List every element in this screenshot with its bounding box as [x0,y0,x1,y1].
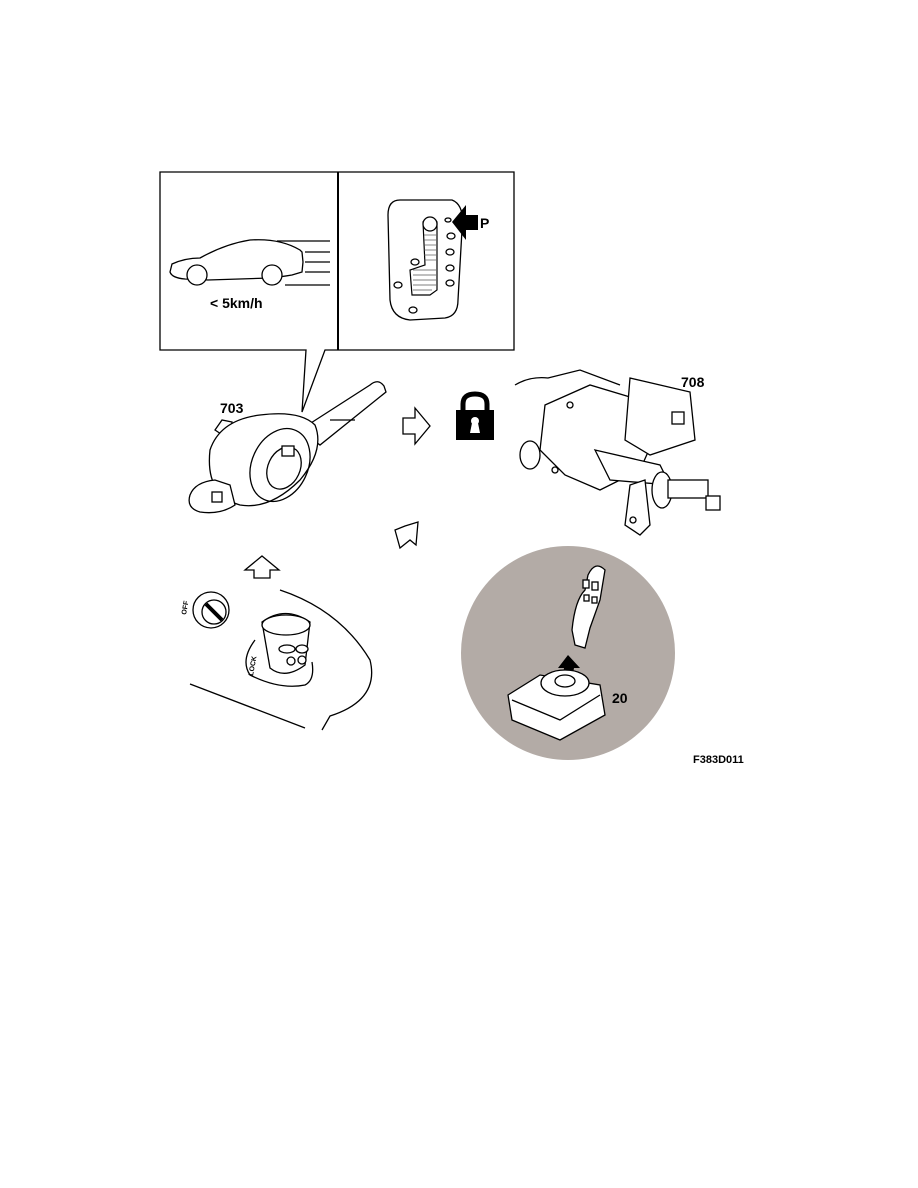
gear-position-label: P [480,215,489,231]
car-speed-icon [169,239,330,286]
lock-marking: LOCK [248,656,258,677]
figure-id: F383D011 [693,754,744,766]
part-703-label: 703 [220,400,244,416]
arrow-up-outline [243,555,281,579]
part-708-label: 708 [681,374,705,390]
lock-icon [456,391,494,440]
off-marking: OFF [181,600,190,616]
speed-condition-label: < 5km/h [210,295,263,311]
ignition-panel-drawing [189,589,373,731]
part-20-label: 20 [612,690,628,706]
arrow-down-left-outline [394,521,419,550]
steering-column-drawing [514,369,721,536]
arrow-right-outline [402,406,431,446]
stalk-switch-drawing [188,381,387,514]
gear-selector-icon [387,199,464,321]
arrow-p-indicator [452,205,478,240]
ignition-switch-drawing [507,565,606,741]
